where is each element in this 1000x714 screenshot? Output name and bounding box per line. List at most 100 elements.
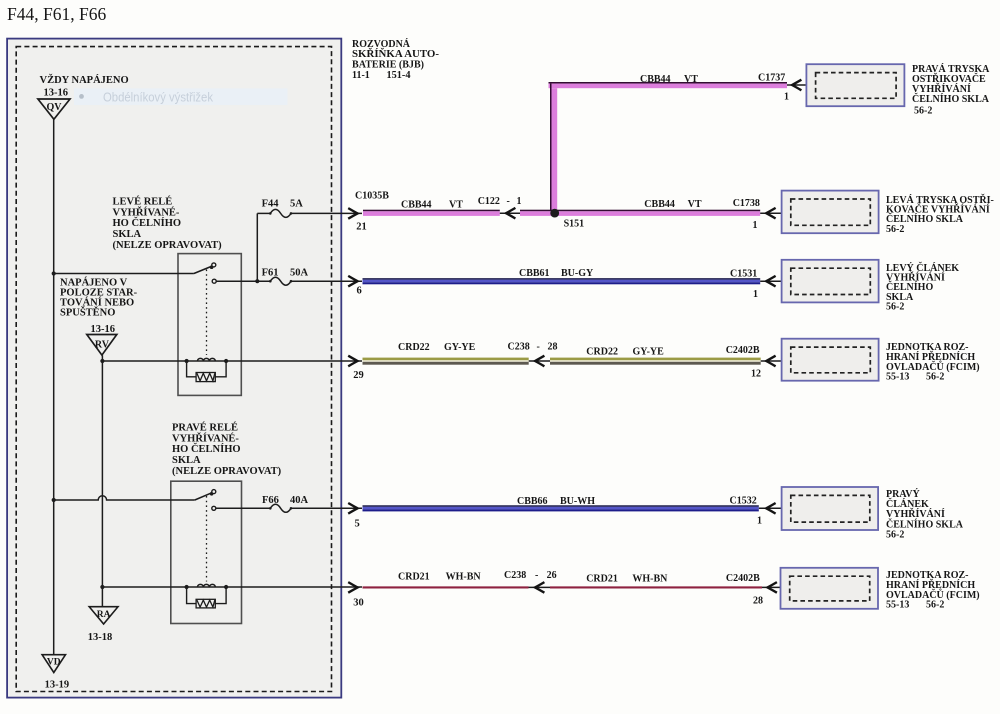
svg-text:TOVÁNÍ NEBO: TOVÁNÍ NEBO bbox=[60, 296, 134, 308]
svg-text:LEVÝ ČLÁNEK: LEVÝ ČLÁNEK bbox=[886, 261, 959, 274]
svg-text:(NELZE OPRAVOVAT): (NELZE OPRAVOVAT) bbox=[172, 466, 282, 477]
svg-text:SKŘÍŇKA AUTO-: SKŘÍŇKA AUTO- bbox=[352, 48, 439, 60]
svg-text:KOVAČE VYHŘÍVÁNÍ: KOVAČE VYHŘÍVÁNÍ bbox=[886, 203, 990, 216]
svg-text:C1532: C1532 bbox=[730, 496, 757, 507]
svg-text:F66: F66 bbox=[262, 495, 279, 506]
svg-text:C1035B: C1035B bbox=[355, 190, 389, 201]
svg-text:13-16: 13-16 bbox=[44, 88, 69, 99]
svg-text:C238: C238 bbox=[508, 342, 530, 353]
svg-text:12: 12 bbox=[751, 369, 761, 380]
svg-text:5A: 5A bbox=[290, 199, 303, 210]
svg-text:CRD21: CRD21 bbox=[586, 574, 618, 585]
svg-text:ČELNÍHO SKLA: ČELNÍHO SKLA bbox=[886, 212, 964, 225]
svg-text:SKLA: SKLA bbox=[172, 455, 201, 466]
svg-text:BU-GY: BU-GY bbox=[561, 268, 594, 279]
svg-text:56-2: 56-2 bbox=[926, 600, 944, 611]
svg-text:HRANÍ PŘEDNÍCH: HRANÍ PŘEDNÍCH bbox=[886, 579, 975, 591]
svg-text:C2402B: C2402B bbox=[726, 573, 760, 584]
svg-text:21: 21 bbox=[356, 222, 367, 233]
svg-text:C238: C238 bbox=[504, 570, 526, 581]
svg-text:HO ČELNÍHO: HO ČELNÍHO bbox=[172, 442, 241, 455]
svg-text:ČELNÍHO SKLA: ČELNÍHO SKLA bbox=[912, 92, 990, 105]
svg-text:28: 28 bbox=[753, 595, 763, 606]
svg-text:56-2: 56-2 bbox=[926, 372, 944, 383]
svg-text:JEDNOTKA ROZ-: JEDNOTKA ROZ- bbox=[886, 342, 969, 353]
svg-text:Obdélníkový výstřižek: Obdélníkový výstřižek bbox=[103, 91, 214, 105]
svg-text:VYHŘÍVÁNÍ: VYHŘÍVÁNÍ bbox=[886, 272, 945, 284]
svg-text:WH-BN: WH-BN bbox=[446, 572, 482, 583]
svg-text:C122: C122 bbox=[478, 196, 500, 207]
svg-text:LEVÁ TRYSKA OSTŘI-: LEVÁ TRYSKA OSTŘI- bbox=[886, 194, 994, 206]
svg-text:1: 1 bbox=[753, 220, 758, 231]
svg-text:SKLA: SKLA bbox=[113, 229, 142, 240]
svg-text:ČLÁNEK: ČLÁNEK bbox=[886, 497, 929, 510]
svg-text:(NELZE OPRAVOVAT): (NELZE OPRAVOVAT) bbox=[113, 240, 223, 251]
svg-text:29: 29 bbox=[353, 370, 364, 381]
svg-text:-: - bbox=[537, 342, 540, 353]
svg-text:13-16: 13-16 bbox=[91, 324, 116, 335]
svg-text:CRD22: CRD22 bbox=[398, 342, 430, 353]
svg-text:CBB44: CBB44 bbox=[644, 199, 675, 210]
svg-text:-: - bbox=[535, 570, 538, 581]
svg-text:VYHŘÍVÁNÍ: VYHŘÍVÁNÍ bbox=[912, 83, 971, 95]
svg-text:56-2: 56-2 bbox=[886, 529, 904, 540]
svg-text:C1738: C1738 bbox=[733, 198, 760, 209]
svg-text:CRD21: CRD21 bbox=[398, 572, 430, 583]
svg-text:VYHŘÍVANÉ-: VYHŘÍVANÉ- bbox=[113, 206, 180, 218]
svg-text:CBB44: CBB44 bbox=[640, 74, 671, 85]
svg-text:CBB44: CBB44 bbox=[401, 200, 432, 211]
svg-text:30: 30 bbox=[353, 598, 364, 609]
svg-text:26: 26 bbox=[547, 570, 557, 581]
svg-text:HRANÍ PŘEDNÍCH: HRANÍ PŘEDNÍCH bbox=[886, 351, 975, 363]
svg-text:GY-YE: GY-YE bbox=[444, 342, 476, 353]
svg-text:CRD22: CRD22 bbox=[586, 346, 618, 357]
svg-text:1: 1 bbox=[784, 92, 789, 103]
svg-text:VYHŘÍVANÉ-: VYHŘÍVANÉ- bbox=[172, 432, 239, 444]
svg-text:SKLA: SKLA bbox=[886, 292, 914, 303]
svg-text:F61: F61 bbox=[262, 268, 279, 279]
svg-text:VT: VT bbox=[449, 200, 463, 211]
svg-text:13-18: 13-18 bbox=[88, 632, 113, 643]
svg-text:F44, F61, F66: F44, F61, F66 bbox=[7, 4, 106, 24]
svg-text:OVLADAČŮ (FCIM): OVLADAČŮ (FCIM) bbox=[886, 588, 980, 601]
svg-text:ČELNÍHO: ČELNÍHO bbox=[886, 280, 933, 293]
svg-text:55-13: 55-13 bbox=[886, 600, 909, 611]
svg-text:56-2: 56-2 bbox=[914, 106, 932, 117]
svg-text:11-1: 11-1 bbox=[352, 70, 370, 81]
svg-text:LEVÉ RELÉ: LEVÉ RELÉ bbox=[113, 196, 173, 208]
svg-text:VYHŘÍVÁNÍ: VYHŘÍVÁNÍ bbox=[886, 508, 945, 520]
svg-text:OVLADAČŮ (FCIM): OVLADAČŮ (FCIM) bbox=[886, 360, 980, 373]
svg-text:VT: VT bbox=[684, 74, 698, 85]
svg-text:HO ČELNÍHO: HO ČELNÍHO bbox=[113, 216, 182, 229]
svg-text:40A: 40A bbox=[290, 495, 309, 506]
svg-text:QV: QV bbox=[47, 102, 63, 113]
svg-text:13-19: 13-19 bbox=[45, 680, 70, 691]
svg-text:ROZVODNÁ: ROZVODNÁ bbox=[352, 38, 411, 50]
svg-text:BATERIE (BJB): BATERIE (BJB) bbox=[352, 59, 424, 70]
svg-text:SPUŠTĚNO: SPUŠTĚNO bbox=[60, 305, 115, 318]
svg-text:NAPÁJENO V: NAPÁJENO V bbox=[60, 277, 128, 289]
svg-text:PRAVÁ TRYSKA: PRAVÁ TRYSKA bbox=[912, 63, 990, 75]
svg-text:1: 1 bbox=[517, 196, 522, 207]
svg-text:RV: RV bbox=[95, 340, 110, 351]
svg-text:55-13: 55-13 bbox=[886, 372, 909, 383]
svg-text:WH-BN: WH-BN bbox=[632, 574, 668, 585]
svg-text:GY-YE: GY-YE bbox=[633, 346, 665, 357]
svg-text:C1531: C1531 bbox=[730, 269, 757, 280]
svg-text:151-4: 151-4 bbox=[387, 70, 411, 81]
svg-text:1: 1 bbox=[757, 515, 762, 526]
svg-text:F44: F44 bbox=[262, 199, 280, 210]
svg-text:S151: S151 bbox=[564, 219, 585, 230]
svg-text:28: 28 bbox=[548, 342, 558, 353]
svg-text:BU-WH: BU-WH bbox=[560, 496, 595, 507]
svg-text:5: 5 bbox=[355, 519, 360, 530]
svg-text:50A: 50A bbox=[290, 268, 309, 279]
svg-text:56-2: 56-2 bbox=[886, 224, 904, 235]
svg-text:C2402B: C2402B bbox=[726, 345, 760, 356]
svg-text:6: 6 bbox=[357, 286, 362, 297]
svg-text:JEDNOTKA ROZ-: JEDNOTKA ROZ- bbox=[886, 570, 969, 581]
svg-text:VT: VT bbox=[688, 199, 702, 210]
svg-text:OSTŘIKOVAČE: OSTŘIKOVAČE bbox=[912, 72, 986, 85]
svg-text:PRAVÝ: PRAVÝ bbox=[886, 488, 920, 500]
svg-text:PRAVÉ RELÉ: PRAVÉ RELÉ bbox=[172, 422, 238, 434]
